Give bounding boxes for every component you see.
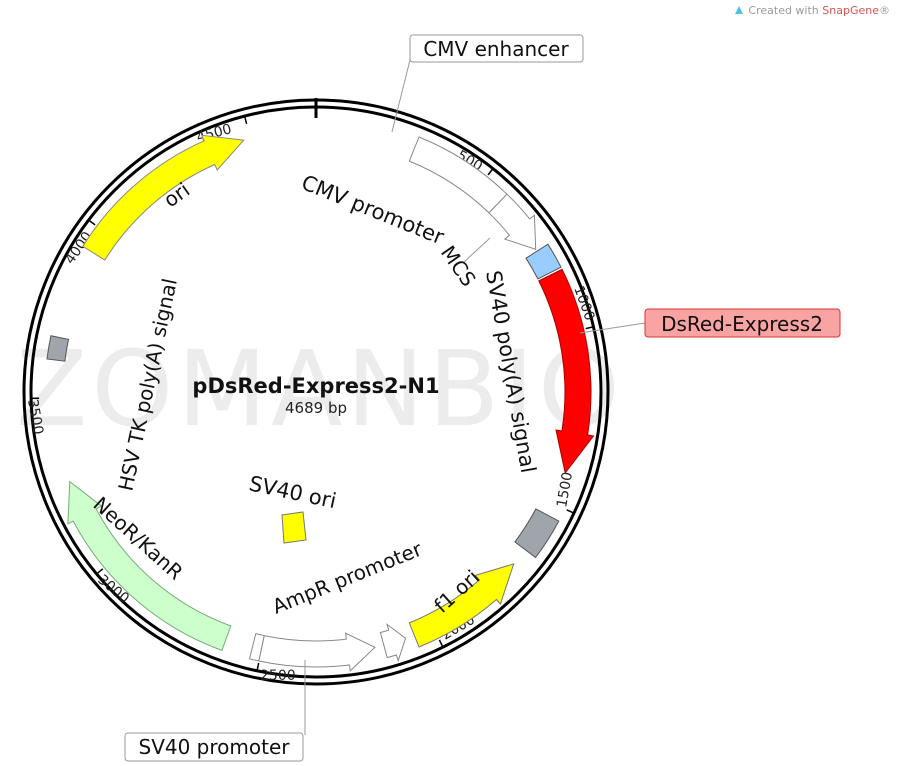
credit-brand: SnapGene: [822, 4, 879, 17]
tick-label-2500: 2500: [260, 668, 296, 684]
cmv-promoter-label: CMV promoter: [298, 170, 448, 249]
tick-label-3500: 3500: [24, 398, 46, 436]
dsred-express2-feature[interactable]: [538, 268, 595, 475]
tick-marks: [31, 115, 594, 671]
neor-kanr-feature[interactable]: [67, 480, 232, 652]
cmv-enhancer-callout: [409, 34, 584, 63]
tick-mark-2000: [438, 639, 444, 648]
tick-label-1500: 1500: [554, 471, 576, 509]
hsv-tk-polya-feature[interactable]: [46, 335, 70, 362]
dsred-leader: [579, 322, 646, 334]
tick-mark-4000: [88, 219, 96, 226]
ampr-promoter-feature[interactable]: [258, 632, 376, 672]
ampr-promoter-label: AmpR promoter: [269, 537, 426, 619]
credit-prefix: Created with: [748, 4, 823, 17]
sv40-promoter-label: SV40 promoter: [139, 735, 291, 759]
watermark: ZOMANBIO: [16, 328, 624, 450]
plasmid-name: pDsRed-Express2-N1: [192, 374, 439, 398]
tick-mark-2500: [256, 662, 260, 671]
sv40-polya-feature[interactable]: [514, 508, 560, 559]
snapgene-credit: Created with SnapGene®: [734, 4, 890, 17]
tick-mark-500: [487, 168, 494, 176]
snapgene-logo-icon: [735, 6, 744, 14]
dsred-callout: [644, 308, 841, 338]
f1-ori-feature[interactable]: [408, 563, 515, 648]
cmv-enhancer-feature[interactable]: [408, 136, 508, 214]
tick-mark-1000: [585, 326, 594, 330]
ori-feature[interactable]: [82, 134, 245, 261]
cmv-enhancer-label: CMV enhancer: [423, 37, 569, 61]
sv40-ori-feature[interactable]: [281, 511, 307, 544]
dsred-label: DsRed-Express2: [661, 312, 823, 336]
sv40-promoter-callout: [124, 732, 304, 762]
cmv-enhancer-leader: [391, 59, 411, 133]
mcs-label: MCS: [436, 241, 481, 291]
cmv-promoter-feature[interactable]: [488, 193, 537, 251]
tick-mark-3000: [96, 568, 104, 575]
ampr-promoter-small-feature[interactable]: [379, 623, 407, 663]
mcs-feature[interactable]: [525, 243, 562, 280]
plasmid-length: 4689 bp: [285, 399, 347, 417]
sv40-promoter-feature[interactable]: [248, 632, 265, 662]
sv40-ori-label: SV40 ori: [247, 471, 338, 513]
tick-mark-1500: [566, 509, 575, 514]
tick-mark-4500: [243, 115, 248, 124]
mcs-leader: [463, 237, 491, 263]
credit-mark: ®: [879, 4, 890, 17]
